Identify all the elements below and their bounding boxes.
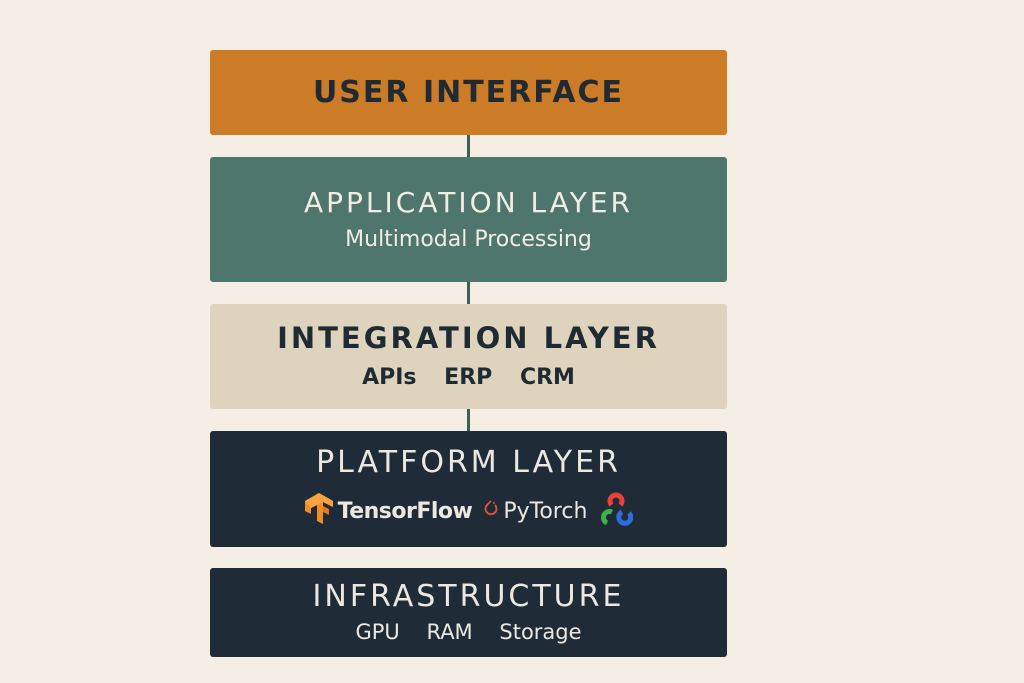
layer-items: GPU RAM Storage <box>345 622 591 643</box>
layer-subtitle: Multimodal Processing <box>345 226 592 252</box>
layer-title: INTEGRATION LAYER <box>277 321 660 355</box>
application-layer: APPLICATION LAYER Multimodal Processing <box>210 157 727 282</box>
opencv-logo <box>599 492 634 530</box>
opencv-icon <box>599 492 634 530</box>
user-interface-layer: USER INTERFACE <box>210 50 727 135</box>
layer-items: APIs ERP CRM <box>352 367 585 389</box>
connector-integration-platform <box>467 409 470 431</box>
item-ram: RAM <box>426 620 473 644</box>
pytorch-logo: PyTorch <box>484 499 587 524</box>
tensorflow-label: TensorFlow <box>337 498 473 524</box>
pytorch-icon <box>484 499 498 523</box>
item-crm: CRM <box>519 365 575 390</box>
layer-title: PLATFORM LAYER <box>316 445 621 480</box>
infrastructure-layer: INFRASTRUCTURE GPU RAM Storage <box>210 568 727 657</box>
integration-layer: INTEGRATION LAYER APIs ERP CRM <box>210 304 727 409</box>
platform-layer: PLATFORM LAYER TensorFlow PyTorch <box>210 431 727 547</box>
layer-title: USER INTERFACE <box>312 74 625 110</box>
pytorch-label: PyTorch <box>503 498 588 524</box>
tensorflow-logo: TensorFlow <box>304 492 473 530</box>
layer-title: APPLICATION LAYER <box>303 185 634 219</box>
item-apis: APIs <box>362 365 417 390</box>
tensorflow-icon <box>304 492 334 530</box>
connector-ui-app <box>467 135 470 157</box>
item-erp: ERP <box>444 365 493 390</box>
layer-title: INFRASTRUCTURE <box>312 579 625 614</box>
connector-app-integration <box>467 282 470 304</box>
item-gpu: GPU <box>355 620 400 644</box>
item-storage: Storage <box>499 620 582 644</box>
framework-logos: TensorFlow PyTorch <box>298 492 640 530</box>
